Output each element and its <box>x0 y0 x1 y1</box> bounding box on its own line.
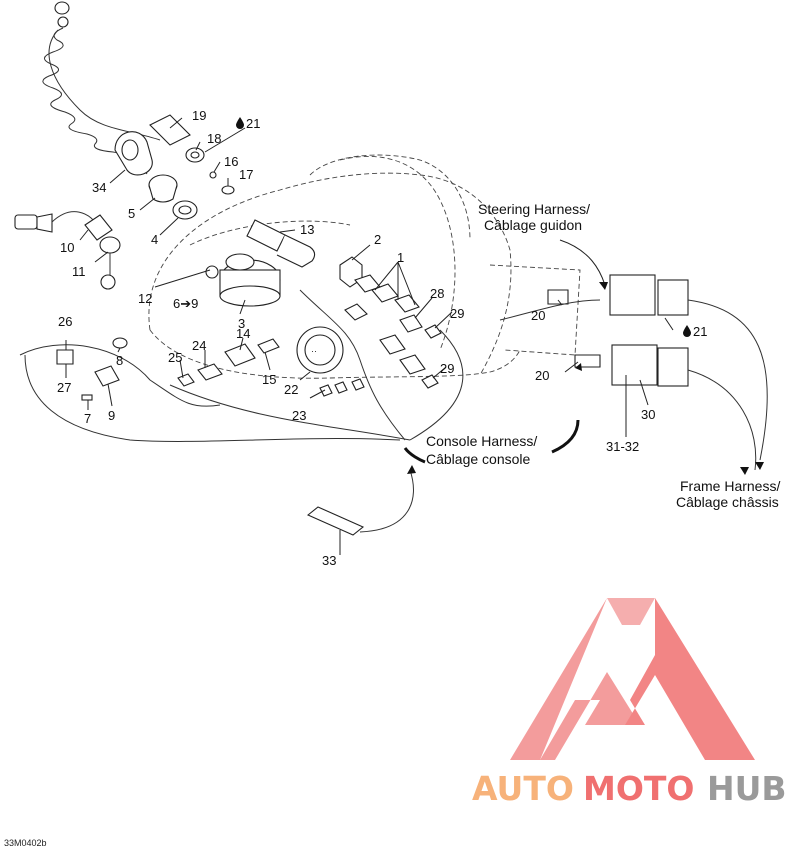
wiring <box>19 289 768 533</box>
callout-28: 28 <box>430 286 444 301</box>
part-1-toggle-switches <box>371 283 426 375</box>
callout-23: 23 <box>292 408 306 423</box>
callout-8: 8 <box>116 353 123 368</box>
callout-4: 4 <box>151 232 158 247</box>
part-2-switch <box>339 256 381 321</box>
callout-29-upper: 29 <box>450 306 464 321</box>
callout-12: 12 <box>138 291 152 306</box>
watermark-logo-mark <box>510 598 755 760</box>
arrow-head-icon <box>407 465 416 474</box>
part-8-ring-terminal <box>112 337 128 349</box>
callout-21-top: 21 <box>246 116 260 131</box>
part-28-switch <box>399 314 423 333</box>
callout-26: 26 <box>58 314 72 329</box>
callout-11: 11 <box>72 264 86 279</box>
console-harness-label-en: Console Harness/ <box>426 433 537 449</box>
callout-labels: 19 18 21 16 17 34 5 4 10 11 12 13 6➔9 3 … <box>57 108 707 568</box>
part-30-31-32-connectors <box>609 274 689 387</box>
gauge-face-marks: ·· <box>311 346 317 356</box>
part-4-grommet <box>172 200 198 220</box>
part-3-ignition-switch <box>205 253 281 307</box>
callout-2: 2 <box>374 232 381 247</box>
part-18-nut <box>185 147 205 163</box>
callout-19: 19 <box>192 108 206 123</box>
callout-3: 3 <box>238 316 245 331</box>
callout-7: 7 <box>84 411 91 426</box>
callout-18: 18 <box>207 131 221 146</box>
part-10-plug <box>14 211 113 241</box>
drop-icon <box>683 325 691 337</box>
callout-22: 22 <box>284 382 298 397</box>
callout-15: 15 <box>262 372 276 387</box>
part-13-connector <box>246 219 316 268</box>
callout-16: 16 <box>224 154 238 169</box>
drawing-code: 33M0402b <box>4 838 47 848</box>
frame-harness-label-fr: Câblage châssis <box>676 494 779 510</box>
callout-31-32: 31-32 <box>606 439 639 454</box>
console-outline <box>148 154 581 379</box>
part-5-cap <box>148 174 178 203</box>
part-29-connectors <box>421 324 442 389</box>
callout-21-right: 21 <box>693 324 707 339</box>
callout-33: 33 <box>322 553 336 568</box>
part-20-clips <box>547 289 601 368</box>
part-22-gauge: ·· <box>296 326 344 374</box>
drop-icons <box>236 117 691 337</box>
part-7-clip <box>81 394 93 401</box>
arrow-head-icon <box>575 363 582 371</box>
callout-27: 27 <box>57 380 71 395</box>
callout-1: 1 <box>397 250 404 265</box>
part-33-sleeve <box>306 506 365 536</box>
part-23-connectors <box>319 378 365 397</box>
part-34-knob <box>114 131 153 176</box>
callout-5: 5 <box>128 206 135 221</box>
callout-20-upper: 20 <box>531 308 545 323</box>
part-26-27-cap <box>56 349 120 387</box>
part-16-17-small <box>209 171 235 195</box>
steering-harness-label-fr: Câblage guidon <box>484 217 582 233</box>
arrow-head-icon <box>755 462 764 470</box>
callout-25: 25 <box>168 350 182 365</box>
steering-harness-label-en: Steering Harness/ <box>478 201 590 217</box>
part-11-eyelet <box>99 236 121 290</box>
frame-harness-label-en: Frame Harness/ <box>680 478 780 494</box>
watermark-logo-text: AUTO MOTO HUB <box>472 769 787 808</box>
callout-20-lower: 20 <box>535 368 549 383</box>
callout-14: 14 <box>236 326 250 341</box>
callout-13: 13 <box>300 222 314 237</box>
part-14-24-25-connectors <box>177 338 280 387</box>
callout-6-9: 6➔9 <box>173 296 198 311</box>
watermark-text-auto: AUTO <box>472 769 574 808</box>
callout-34: 34 <box>92 180 106 195</box>
drop-icon <box>236 117 244 129</box>
leader-lines <box>65 117 674 555</box>
callout-10: 10 <box>60 240 74 255</box>
watermark-text-hub: HUB <box>707 769 787 808</box>
harness-labels: Steering Harness/ Câblage guidon Console… <box>426 201 780 510</box>
callout-29-lower: 29 <box>440 361 454 376</box>
callout-17: 17 <box>239 167 253 182</box>
callout-30: 30 <box>641 407 655 422</box>
watermark-text-moto: MOTO <box>583 769 694 808</box>
console-harness-label-fr: Câblage console <box>426 451 531 467</box>
callout-9: 9 <box>108 408 115 423</box>
callout-24: 24 <box>192 338 206 353</box>
arrow-head-icon <box>740 467 749 475</box>
arrow-head-icon <box>599 282 608 290</box>
arrows <box>407 239 764 475</box>
